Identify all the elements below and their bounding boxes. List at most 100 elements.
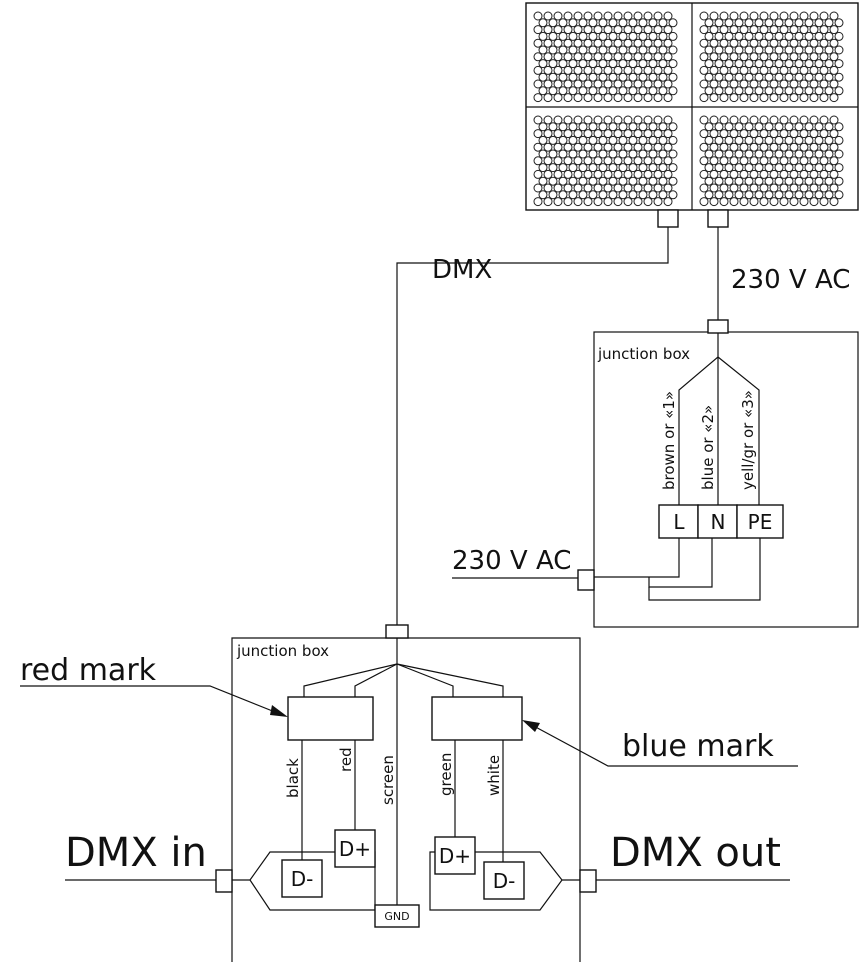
led-dot <box>593 11 603 21</box>
led-dot <box>598 45 608 55</box>
led-dot <box>759 142 769 152</box>
led-dot <box>754 176 764 186</box>
led-dot <box>794 31 804 41</box>
led-dot <box>824 176 834 186</box>
led-dot <box>714 45 724 55</box>
led-dot <box>538 18 548 28</box>
led-dot <box>668 31 678 41</box>
led-dot <box>759 183 769 193</box>
led-dot <box>583 38 593 48</box>
led-dot <box>553 142 563 152</box>
led-dot <box>653 65 663 75</box>
led-dot <box>784 86 794 96</box>
led-dot <box>704 86 714 96</box>
led-dot <box>603 183 613 193</box>
led-dot <box>714 18 724 28</box>
led-dot <box>799 25 809 35</box>
led-dot <box>553 129 563 139</box>
led-dot <box>724 18 734 28</box>
led-dot <box>809 115 819 125</box>
led-dot <box>814 86 824 96</box>
wire-label-green: green <box>437 753 455 796</box>
led-dot <box>568 122 578 132</box>
led-dot <box>784 135 794 145</box>
led-dot <box>653 197 663 207</box>
led-dot <box>618 31 628 41</box>
led-dot <box>754 149 764 159</box>
led-dot <box>623 52 633 62</box>
led-dot <box>764 190 774 200</box>
led-dot <box>819 156 829 166</box>
led-dot <box>799 65 809 75</box>
led-dot <box>548 149 558 159</box>
led-dot <box>658 190 668 200</box>
led-dot <box>704 190 714 200</box>
led-dot <box>759 65 769 75</box>
led-dot <box>794 45 804 55</box>
led-dot <box>578 31 588 41</box>
led-dot <box>749 197 759 207</box>
led-dot <box>608 86 618 96</box>
led-dot <box>819 79 829 89</box>
led-dot <box>638 190 648 200</box>
led-dot <box>553 52 563 62</box>
led-dot <box>739 52 749 62</box>
led-dot <box>819 52 829 62</box>
led-dot <box>704 176 714 186</box>
led-dot <box>588 122 598 132</box>
led-dot <box>769 142 779 152</box>
led-dot <box>568 86 578 96</box>
led-dot <box>643 25 653 35</box>
led-dot <box>568 135 578 145</box>
led-dot <box>538 149 548 159</box>
led-dot <box>804 149 814 159</box>
led-dot <box>573 38 583 48</box>
led-dot <box>779 169 789 179</box>
led-dot <box>804 176 814 186</box>
led-dot <box>724 135 734 145</box>
led-dot <box>714 163 724 173</box>
led-dot <box>573 183 583 193</box>
led-dot <box>744 86 754 96</box>
gnd-terminal <box>374 904 420 928</box>
led-dot <box>583 11 593 21</box>
led-dot <box>623 156 633 166</box>
led-dot <box>533 93 543 103</box>
led-dot <box>613 65 623 75</box>
led-dot <box>623 129 633 139</box>
led-dot <box>653 183 663 193</box>
wire-yellow-green <box>717 356 760 492</box>
led-dot <box>824 149 834 159</box>
led-dot <box>563 169 573 179</box>
led-dot <box>613 129 623 139</box>
led-dot <box>558 59 568 69</box>
led-dot <box>553 183 563 193</box>
led-dot <box>648 18 658 28</box>
led-dot <box>538 31 548 41</box>
power-junction-box: junction box brown or «1» blue or «2» ye… <box>452 319 859 628</box>
led-dot <box>739 142 749 152</box>
dmx-out-label: DMX out <box>610 830 781 876</box>
led-dot <box>764 176 774 186</box>
led-dot <box>578 149 588 159</box>
led-dot <box>573 197 583 207</box>
led-dot <box>749 169 759 179</box>
terminal-n-label: N <box>711 510 726 534</box>
led-dot <box>623 142 633 152</box>
led-dot <box>769 65 779 75</box>
led-dot <box>553 115 563 125</box>
led-dot <box>724 163 734 173</box>
led-dot <box>628 176 638 186</box>
led-dot <box>744 149 754 159</box>
led-dot <box>533 197 543 207</box>
led-dot <box>789 65 799 75</box>
led-dot <box>658 149 668 159</box>
led-dot <box>568 72 578 82</box>
dmx-in-plus-terminal <box>334 829 376 868</box>
led-dot <box>699 142 709 152</box>
led-dot <box>819 169 829 179</box>
led-dot <box>804 135 814 145</box>
led-dot <box>668 176 678 186</box>
led-dot <box>643 129 653 139</box>
